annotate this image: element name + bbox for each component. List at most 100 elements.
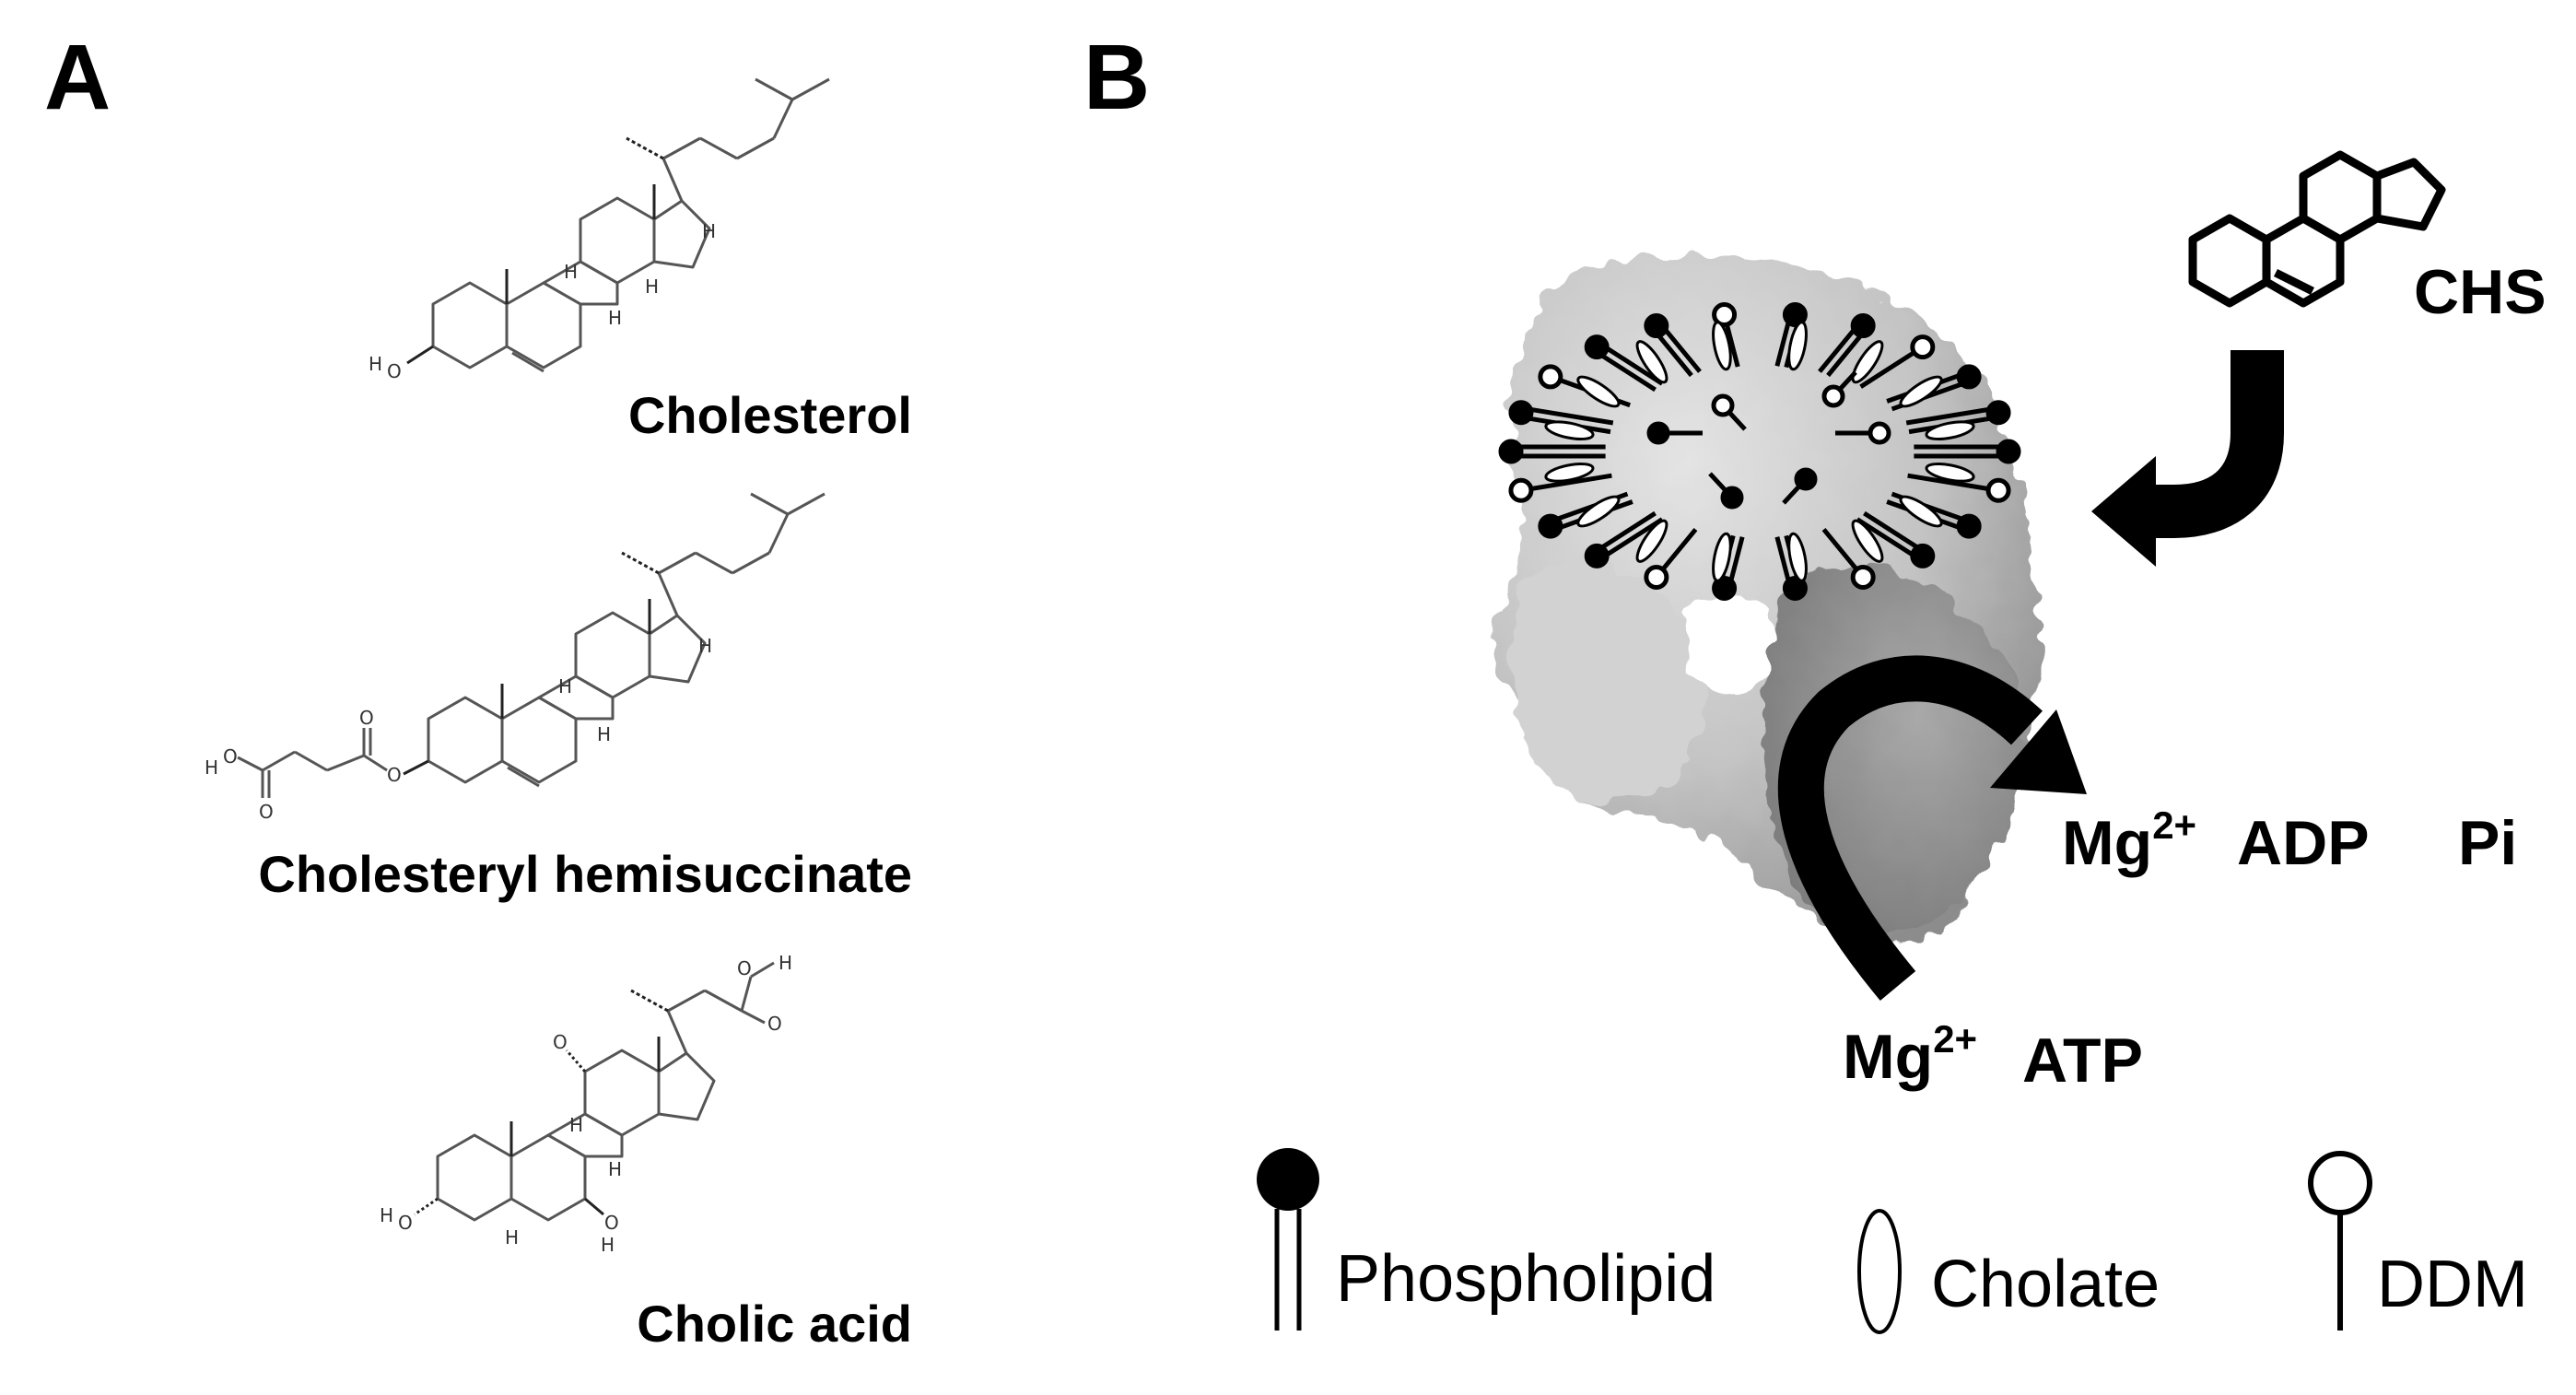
phospholipid-head: [1956, 513, 1982, 539]
cholic-h-2: H: [608, 1158, 622, 1180]
phospholipid-tail: [1905, 405, 1998, 426]
cholate-molecule: [1787, 532, 1808, 582]
phospholipid-head: [1782, 575, 1808, 601]
cholate-molecule: [1899, 495, 1943, 528]
cholic-oh-3-o: O: [398, 1212, 413, 1234]
cholate-molecule: [1899, 375, 1943, 408]
protein-surface: [1490, 254, 2042, 944]
chs-h-1: H: [558, 675, 572, 698]
cholesterol-h-4: H: [702, 220, 716, 242]
cholic-acid-o-2: O: [767, 1013, 782, 1035]
legend-ddm-label: DDM: [2377, 1248, 2528, 1321]
phospholipid-head: [1508, 400, 1534, 426]
substrate-mg-charge: 2+: [1933, 1017, 1977, 1061]
cholate-molecule: [1925, 462, 1975, 483]
cholesterol-oh-o: O: [387, 360, 402, 382]
cholate-molecule: [1851, 340, 1884, 384]
ddm-head: [1868, 421, 1891, 445]
ddm-head: [1985, 477, 2011, 503]
phospholipid-head: [1584, 543, 1610, 569]
ddm-icon: [2308, 1151, 2372, 1331]
chs-h-3: H: [698, 635, 712, 657]
panel-a: A H O: [44, 26, 912, 1353]
cholate-molecule: [1787, 321, 1808, 371]
phospholipid-tail: [1521, 405, 1614, 426]
legend-cholate-label: Cholate: [1931, 1248, 2160, 1321]
chs-label: CHS: [2414, 257, 2547, 327]
cholic-acid-structure: O O H O H O O H H H H: [380, 952, 792, 1256]
cholate-molecule: [1851, 519, 1884, 563]
cholic-h-1: H: [569, 1114, 583, 1136]
cholesterol-h-1: H: [564, 261, 578, 283]
chs-ester-o: O: [387, 764, 402, 786]
cholesterol-label: Cholesterol: [628, 386, 912, 444]
product-mg-charge: 2+: [2152, 803, 2196, 847]
chs-h-2: H: [597, 723, 611, 745]
ddm-tail: [1907, 473, 1999, 493]
chs-acid-o: O: [223, 745, 238, 768]
phospholipid-head: [1782, 302, 1808, 328]
phospholipid-head: [1538, 513, 1563, 539]
phospholipid-head: [1644, 313, 1669, 339]
panel-a-letter: A: [44, 26, 111, 129]
cholic-oh-12-o: O: [553, 1031, 568, 1053]
chs-insertion-arrow: [2091, 350, 2284, 567]
cholesterol-h-2: H: [608, 307, 622, 329]
svg-text:Mg2+: Mg2+: [2062, 803, 2196, 878]
substrate-mg: Mg: [1843, 1022, 1933, 1092]
ddm-head: [1821, 384, 1845, 408]
cholic-oh-3-h: H: [380, 1204, 393, 1226]
cholic-h-5: H: [505, 1226, 519, 1248]
panel-b: B CHS: [1083, 26, 2547, 1334]
phospholipid-tail: [1598, 342, 1664, 386]
phospholipid-head: [1956, 364, 1982, 390]
cholate-molecule: [1576, 495, 1621, 528]
phospholipid-head: [1985, 400, 2011, 426]
phospholipid-head: [1850, 313, 1876, 339]
micelle: [1498, 302, 2021, 601]
phospholipid-tail: [1598, 517, 1664, 561]
svg-text:Mg2+: Mg2+: [1843, 1017, 1977, 1092]
cholesterol-structure: H O H H H H: [369, 77, 830, 382]
phospholipid-head: [1996, 439, 2021, 464]
ddm-tail: [1520, 473, 1612, 493]
product-adp: ADP: [2237, 808, 2370, 878]
phospholipid-head: [1794, 467, 1818, 491]
product-pi: Pi: [2458, 808, 2517, 878]
cholate-molecule: [1712, 532, 1732, 582]
cholate-molecule: [1635, 519, 1669, 563]
ddm-head: [1850, 564, 1876, 590]
substrate-atp: ATP: [2022, 1026, 2143, 1096]
phospholipid-icon: [1257, 1148, 1319, 1331]
ddm-head: [1508, 477, 1534, 503]
cholesteryl-hemisuccinate-label: Cholesteryl hemisuccinate: [258, 845, 912, 903]
cholesterol-oh-h: H: [369, 353, 382, 375]
ddm-head: [1644, 564, 1669, 590]
ddm-head: [1711, 393, 1735, 417]
chs-carbonyl-o-2: O: [259, 801, 274, 823]
cholate-molecule: [1712, 321, 1732, 371]
product-label: Mg2+ ADP Pi: [2062, 803, 2517, 878]
cholate-molecule: [1925, 420, 1975, 441]
legend: Phospholipid Cholate DDM: [1257, 1148, 2528, 1334]
phospholipid-head: [1584, 334, 1610, 360]
chs-acid-h: H: [205, 756, 218, 779]
phospholipid-head: [1498, 439, 1524, 464]
phospholipid-head: [1720, 486, 1744, 510]
cholesteryl-hemisuccinate-structure: O O O H O H H H: [205, 492, 825, 823]
cholate-molecule: [1544, 462, 1595, 483]
cholesterol-h-3: H: [645, 275, 659, 298]
cholic-acid-h: H: [779, 952, 792, 974]
cholate-molecule: [1576, 375, 1621, 408]
substrate-label: Mg2+ ATP: [1843, 1017, 2143, 1096]
panel-b-letter: B: [1083, 26, 1150, 129]
cholate-icon: [1857, 1209, 1902, 1334]
cholate-molecule: [1544, 420, 1595, 441]
cholate-molecule: [1635, 340, 1669, 384]
chs-steroid-icon: [2188, 150, 2446, 308]
legend-phospholipid-label: Phospholipid: [1336, 1242, 1715, 1316]
product-mg: Mg: [2062, 808, 2152, 878]
phospholipid-head: [1712, 575, 1738, 601]
phospholipid-head: [1910, 543, 1936, 569]
